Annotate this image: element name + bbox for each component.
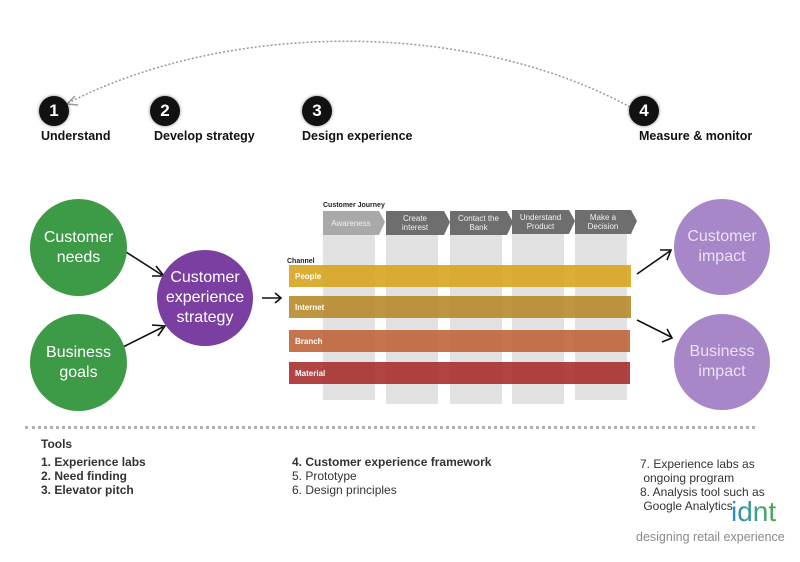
node-text: experience xyxy=(165,289,245,306)
brand-logo: idnt xyxy=(731,496,777,527)
tool-item: 4. Customer experience framework xyxy=(292,455,492,469)
arrow-goals-to-strategy xyxy=(122,326,164,348)
journey-step-text: Create xyxy=(402,214,427,223)
journey-step-text: Contact the xyxy=(458,214,499,223)
tool-item: ongoing program xyxy=(640,471,735,485)
node-text: Customer xyxy=(170,269,240,286)
tool-item: 8. Analysis tool such as xyxy=(640,485,765,499)
journey-step-text: Decision xyxy=(587,222,619,231)
arrow-needs-to-strategy xyxy=(125,251,163,276)
journey-chevron-create-interest xyxy=(386,211,450,235)
arrow-to-business-impact xyxy=(636,319,672,338)
step-badge-3: 3 xyxy=(302,96,332,126)
journey-chevron-awareness xyxy=(323,211,385,235)
tool-item: 7. Experience labs as xyxy=(640,457,755,471)
node-text: Customer xyxy=(43,228,114,246)
tool-item: 1. Experience labs xyxy=(41,455,146,469)
step-number: 1 xyxy=(49,101,59,120)
node-business-goals: Business goals xyxy=(30,314,127,411)
step-badge-4: 4 xyxy=(629,96,659,126)
node-text: needs xyxy=(56,248,101,266)
tools-title: Tools xyxy=(41,437,73,451)
node-customer-experience-strategy: Customer experience strategy xyxy=(157,250,253,346)
journey-step-text: Understand xyxy=(519,213,562,222)
journey-chevron-contact-bank xyxy=(450,211,513,235)
journey-chevron-decision xyxy=(575,210,637,234)
node-text: strategy xyxy=(176,309,234,326)
tool-item: 2. Need finding xyxy=(41,469,128,483)
node-text: Business xyxy=(46,343,111,361)
brand-tagline: designing retail experience xyxy=(636,530,785,544)
journey-step-text: Make a xyxy=(589,213,617,222)
step-label-understand: Understand xyxy=(41,129,111,143)
channel-bar-material: Material xyxy=(289,362,630,384)
channel-label: Material xyxy=(295,368,326,378)
node-text: impact xyxy=(698,363,746,380)
step-number: 2 xyxy=(160,101,170,120)
step-badge-2: 2 xyxy=(150,96,180,126)
node-text: Customer xyxy=(687,228,757,245)
channel-bar-internet: Internet xyxy=(289,296,631,318)
tool-item: Google Analytics xyxy=(640,499,733,513)
channel-label: Branch xyxy=(295,336,323,346)
arrow-to-customer-impact xyxy=(636,250,671,275)
step-badge-1: 1 xyxy=(39,96,69,126)
journey-step-text: Awareness xyxy=(331,218,371,228)
channel-label: Internet xyxy=(295,302,325,312)
journey-title: Customer Journey xyxy=(323,202,385,209)
channel-bar-people: People xyxy=(289,265,631,287)
step-label-design-experience: Design experience xyxy=(302,129,413,143)
journey-step-label: Awareness xyxy=(323,211,379,235)
step-number: 3 xyxy=(312,101,322,120)
tool-item: 6. Design principles xyxy=(292,483,397,497)
node-text: Business xyxy=(689,343,755,360)
journey-step-text: Bank xyxy=(469,223,488,232)
node-text: goals xyxy=(59,363,98,381)
node-customer-impact: Customer impact xyxy=(674,199,770,295)
journey-step-text: Product xyxy=(526,222,555,231)
node-customer-needs: Customer needs xyxy=(30,199,127,296)
journey-step-text: interest xyxy=(401,223,429,232)
section-divider xyxy=(25,426,755,429)
channel-label: People xyxy=(295,271,322,281)
channel-bar-branch: Branch xyxy=(289,330,630,352)
channel-title: Channel xyxy=(287,258,315,265)
tool-item: 3. Elevator pitch xyxy=(41,483,134,497)
step-label-measure-monitor: Measure & monitor xyxy=(639,129,753,143)
node-text: impact xyxy=(698,248,746,265)
step-number: 4 xyxy=(639,101,649,120)
tool-item: 5. Prototype xyxy=(292,469,357,483)
node-business-impact: Business impact xyxy=(674,314,770,410)
step-label-develop-strategy: Develop strategy xyxy=(154,129,255,143)
journey-chevron-understand-product xyxy=(512,210,575,234)
